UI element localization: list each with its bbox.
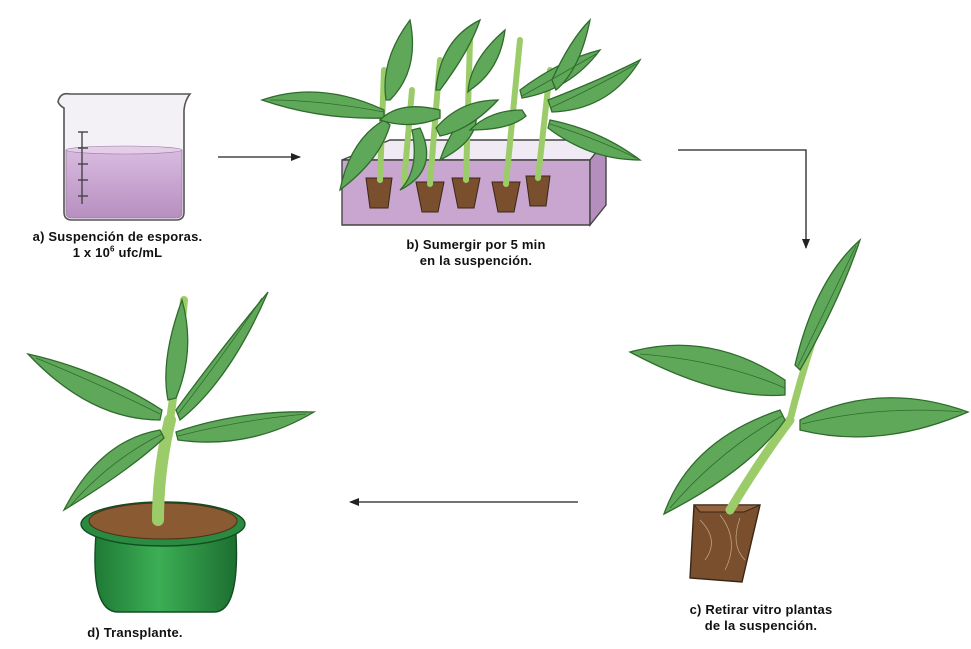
caption-step-d: d) Transplante. [75, 625, 195, 641]
caption-step-a-suffix: ufc/mL [115, 245, 163, 260]
caption-step-a-prefix: 1 x 10 [73, 245, 110, 260]
caption-step-d-line1: d) Transplante. [75, 625, 195, 641]
caption-step-b: b) Sumergir por 5 min en la suspención. [376, 237, 576, 269]
caption-step-c-line2: de la suspención. [646, 618, 876, 634]
caption-step-c-line1: c) Retirar vitro plantas [646, 602, 876, 618]
caption-step-a: a) Suspención de esporas. 1 x 106 ufc/mL [10, 229, 225, 261]
removed-plantlet [630, 240, 968, 582]
arrow-b-to-c [678, 150, 806, 248]
beaker-with-spore-suspension [58, 94, 190, 220]
tray-with-plantlets [262, 20, 640, 225]
caption-step-b-line1: b) Sumergir por 5 min [376, 237, 576, 253]
caption-step-a-line2: 1 x 106 ufc/mL [10, 245, 225, 261]
caption-step-a-line1: a) Suspención de esporas. [10, 229, 225, 245]
caption-step-c: c) Retirar vitro plantas de la suspenció… [646, 602, 876, 634]
potted-plant [28, 292, 314, 612]
caption-step-b-line2: en la suspención. [376, 253, 576, 269]
